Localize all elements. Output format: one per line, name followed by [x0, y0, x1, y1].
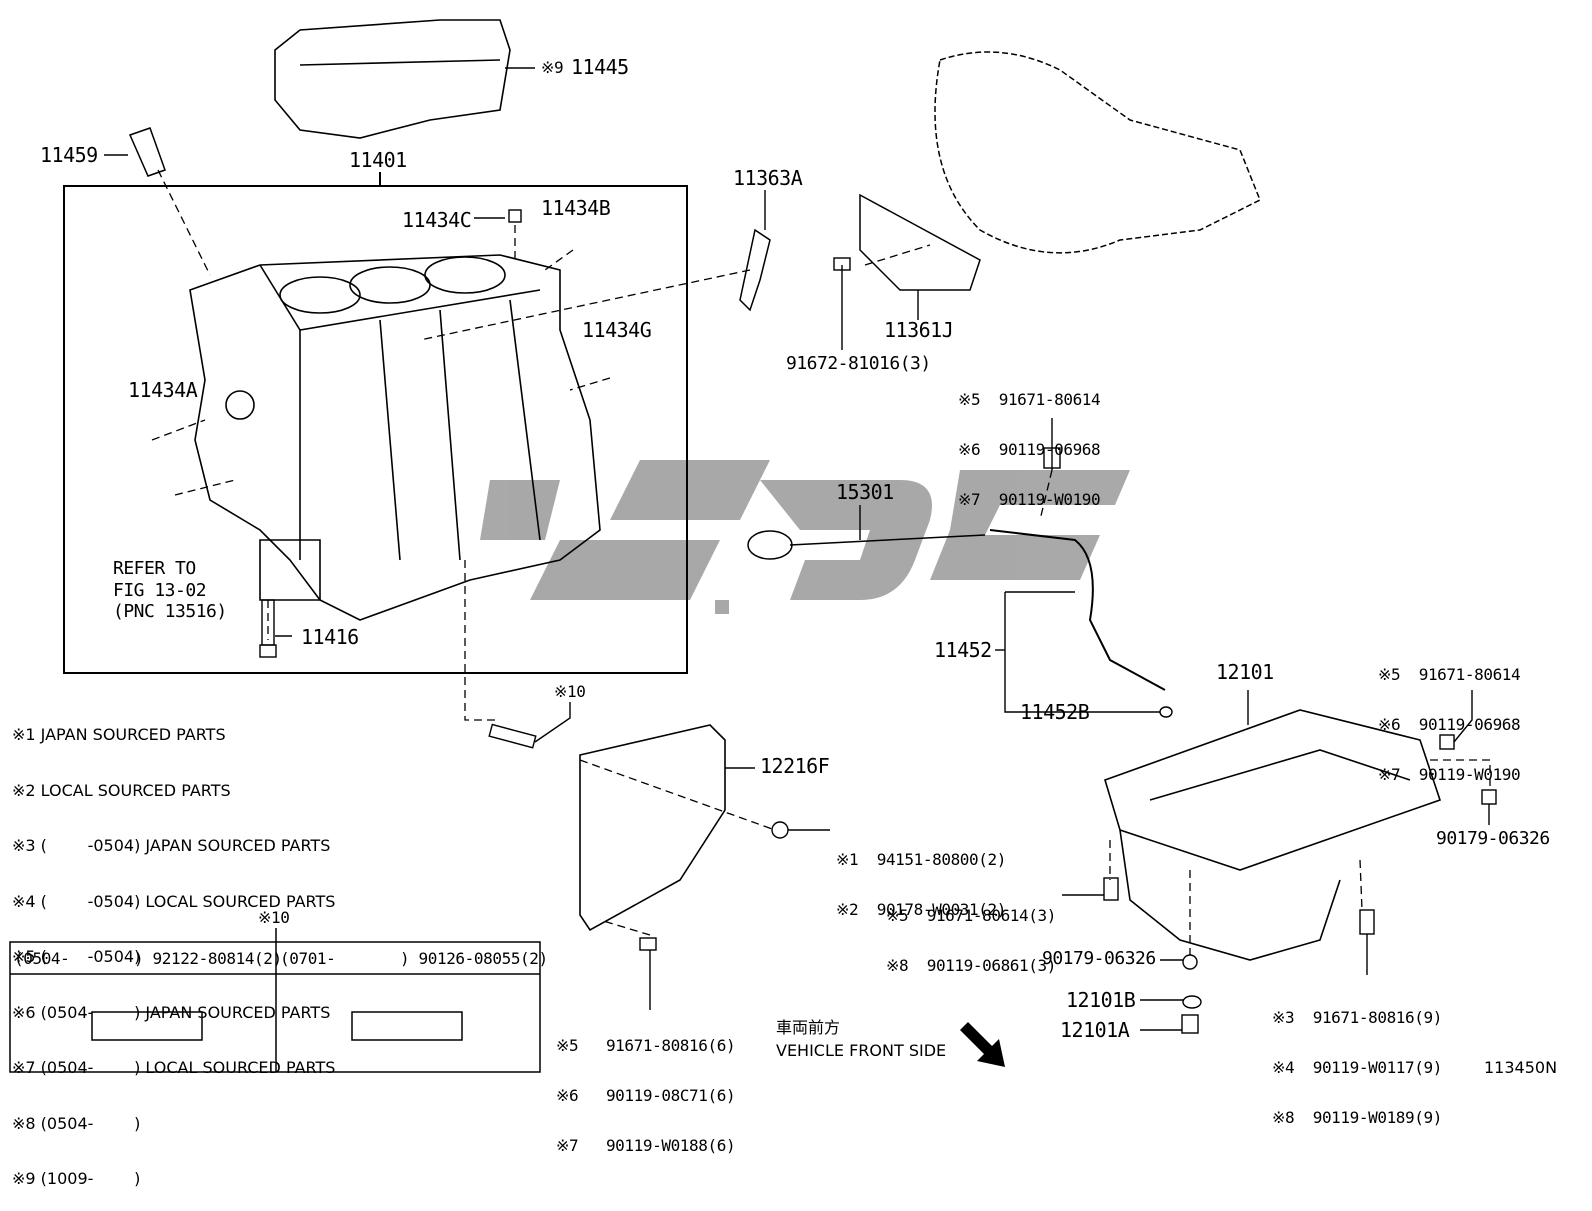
- group-line[interactable]: ※6 90119-06968: [1378, 715, 1521, 734]
- legend-item: ※2 LOCAL SOURCED PARTS: [12, 780, 231, 800]
- part-90179-left[interactable]: 90179-06326: [1042, 948, 1156, 969]
- plate-bolt-group: ※5 91671-80816(6) ※6 90119-08C71(6) ※7 9…: [556, 1006, 736, 1170]
- part-12101[interactable]: 12101: [1216, 660, 1274, 684]
- part-11434C[interactable]: 11434C: [402, 208, 472, 232]
- stiffener-plate: [579, 724, 726, 932]
- figure-id: 113450N: [1484, 1058, 1558, 1077]
- watermark-logo: [480, 460, 1130, 614]
- group-line[interactable]: ※7 90119-W0190: [1378, 765, 1521, 784]
- group-line[interactable]: ※1 94151-80800(2): [836, 850, 1006, 869]
- part-12216F[interactable]: 12216F: [760, 754, 830, 778]
- table-header-left[interactable]: (0504- ) 92122-80814(2): [14, 949, 282, 968]
- legend-item: ※3 ( -0504) JAPAN SOURCED PARTS: [12, 836, 331, 855]
- part-90179-right[interactable]: 90179-06326: [1436, 828, 1550, 849]
- legend-item: ※6 (0504- ) JAPAN SOURCED PARTS: [12, 1002, 331, 1022]
- legend-item: ※9 (1009- ): [12, 1169, 141, 1188]
- group-line[interactable]: ※5 91671-80614: [958, 390, 1101, 409]
- sourcing-legend: ※1 JAPAN SOURCED PARTS ※2 LOCAL SOURCED …: [12, 695, 335, 1211]
- group-line[interactable]: ※4 90119-W0117(9): [1272, 1058, 1442, 1077]
- refer-line-2[interactable]: FIG 13-02: [113, 580, 207, 601]
- dipstick-bolt-group: ※5 91671-80614 ※6 90119-06968 ※7 90119-W…: [958, 360, 1101, 524]
- part-11445[interactable]: 11445: [571, 55, 629, 79]
- plate-nut-group: ※1 94151-80800(2) ※2 90178-W0031(2): [836, 820, 1006, 934]
- part-11401[interactable]: 11401: [349, 148, 407, 172]
- group-line[interactable]: ※5 91671-80816(6): [556, 1036, 736, 1055]
- note-table: [9, 928, 541, 1073]
- part-11452B[interactable]: 11452B: [1020, 700, 1090, 724]
- group-line[interactable]: ※5 91671-80614: [1378, 665, 1521, 684]
- part-11434B[interactable]: 11434B: [541, 196, 611, 220]
- parts-diagram: [9, 19, 1497, 1073]
- refer-line-1: REFER TO: [113, 558, 196, 579]
- legend-item: ※8 (0504- ): [12, 1113, 141, 1133]
- part-15301[interactable]: 15301: [836, 480, 894, 504]
- group-line[interactable]: ※5 91671-80614(3): [886, 906, 1056, 925]
- pan-bolt-bottom-group: ※3 91671-80816(9) ※4 90119-W0117(9) ※8 9…: [1272, 978, 1442, 1142]
- part-11434A[interactable]: 11434A: [128, 378, 198, 402]
- part-91672[interactable]: 91672-81016(3): [786, 353, 931, 374]
- group-line[interactable]: ※3 91671-80816(9): [1272, 1008, 1442, 1027]
- table-header-right[interactable]: (0701- ) 90126-08055(2): [280, 949, 548, 968]
- baffle-part: [274, 19, 511, 139]
- legend-item: ※7 (0504- ) LOCAL SOURCED PARTS: [12, 1058, 336, 1077]
- group-line[interactable]: ※6 90119-06968: [958, 440, 1101, 459]
- group-line[interactable]: ※2 90178-W0031(2): [836, 900, 1006, 919]
- note-10-mark: ※10: [554, 682, 586, 701]
- dashed-leaders: [151, 169, 1491, 955]
- part-11434G[interactable]: 11434G: [582, 318, 652, 342]
- flywheel-cover: [859, 193, 981, 291]
- part-12101B[interactable]: 12101B: [1066, 988, 1136, 1012]
- front-arrow-icon: [960, 1022, 1005, 1067]
- note-10-table-mark: ※10: [258, 908, 290, 927]
- dipstick-guide: [989, 529, 1166, 691]
- block-frame: [63, 185, 688, 674]
- group-line[interactable]: ※7 90119-W0190: [958, 490, 1101, 509]
- note-9-mark: ※9: [541, 58, 564, 77]
- part-11416[interactable]: 11416: [301, 625, 359, 649]
- dipstick: [747, 530, 986, 560]
- oil-pan: [1104, 709, 1442, 961]
- legend-item: ※1 JAPAN SOURCED PARTS: [12, 725, 226, 744]
- part-11361J[interactable]: 11361J: [884, 318, 954, 342]
- legend-item: ※4 ( -0504) LOCAL SOURCED PARTS: [12, 891, 336, 911]
- part-11459[interactable]: 11459: [40, 143, 98, 167]
- part-11452[interactable]: 11452: [934, 638, 992, 662]
- transmission-housing: [934, 51, 1261, 254]
- part-12101A[interactable]: 12101A: [1060, 1018, 1130, 1042]
- legend-item: ※5 ( -0504): [12, 947, 141, 966]
- front-label-jp: 車両前方: [776, 1018, 841, 1037]
- refer-line-3: (PNC 13516): [113, 601, 227, 622]
- group-line[interactable]: ※6 90119-08C71(6): [556, 1086, 736, 1105]
- pan-bolt-right-group: ※5 91671-80614 ※6 90119-06968 ※7 90119-W…: [1378, 635, 1521, 799]
- group-line[interactable]: ※7 90119-W0188(6): [556, 1136, 736, 1155]
- part-11363A[interactable]: 11363A: [733, 166, 803, 190]
- bracket-part: [739, 228, 771, 312]
- cylinder-block: [189, 254, 601, 621]
- pan-bolt-left-group: ※5 91671-80614(3) ※8 90119-06861(3): [886, 876, 1056, 990]
- group-line[interactable]: ※8 90119-W0189(9): [1272, 1108, 1442, 1127]
- front-label-en: VEHICLE FRONT SIDE: [776, 1041, 947, 1060]
- group-line[interactable]: ※8 90119-06861(3): [886, 956, 1056, 975]
